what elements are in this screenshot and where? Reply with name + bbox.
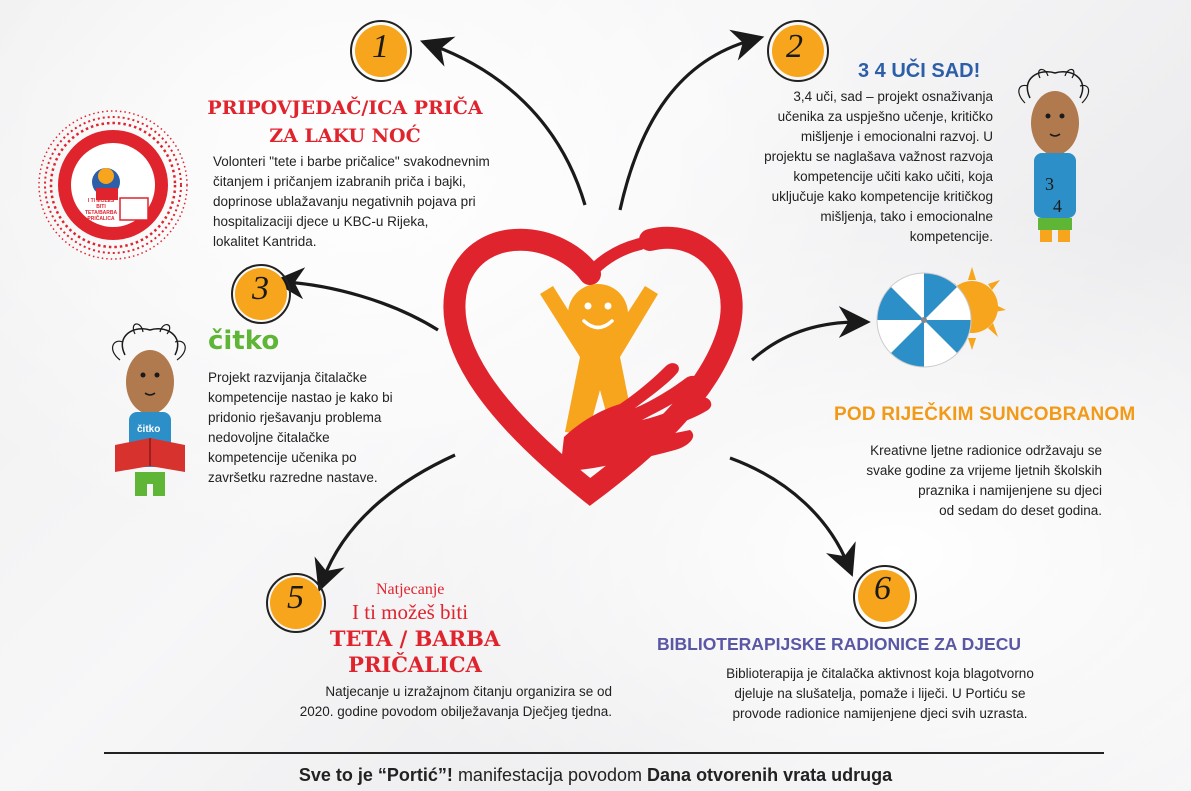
title-citko: čitko: [208, 326, 280, 356]
arrow-to-3: [272, 267, 439, 332]
shirt-citko-label: čitko: [137, 424, 161, 435]
body-line: mišljenje i emocionalni razvoj. U: [800, 129, 993, 144]
footer-part2: manifestacija povodom: [452, 765, 648, 785]
number-1: 1: [372, 28, 389, 65]
pre-title-natjecanje: Natjecanje: [376, 581, 445, 598]
title-pod-rijeckim-suncobranom: POD RIJEČKIM SUNCOBRANOM: [834, 404, 1136, 425]
body-line: čitanjem i pričanjem izabranih priča i b…: [213, 174, 466, 189]
body-pod-rijeckim-suncobranom: Kreativne ljetne radionice održavaju se …: [780, 441, 1102, 521]
body-pripovjedac: Volonteri "tete i barbe pričalice" svako…: [213, 152, 553, 252]
number-ring-5: [266, 573, 326, 633]
body-line: 2020. godine povodom obilježavanja Dječj…: [299, 704, 612, 719]
shirt-number-4: 4: [1053, 196, 1062, 216]
body-line: lokalitet Kantrida.: [213, 234, 317, 249]
title-teta-barba-pricalica: TETA / BARBA PRIČALICA: [320, 626, 510, 678]
body-line: kompetencije nastao je kako bi: [208, 390, 393, 405]
title-pripovjedac: PRIPOVJEDAČ/ICA PRIČA ZA LAKU NOĆ: [205, 94, 485, 150]
arrow-to-5: [314, 453, 456, 593]
kid-figure-34: [1018, 68, 1090, 242]
title-34-uci-sad: 3 4 UČI SAD!: [858, 60, 981, 82]
body-34-uci-sad: 3,4 uči, sad – projekt osnaživanja učeni…: [720, 87, 993, 247]
body-line: uključuje kako kompetencije kritičkog: [771, 189, 993, 204]
kid-figure-citko: [112, 323, 186, 496]
body-line: svake godine za vrijeme ljetnih školskih: [866, 463, 1102, 478]
arrow-to-1: [419, 36, 587, 206]
footer-part1: Sve to je “Portić”!: [298, 765, 453, 785]
body-line: kompetencije učiti kako učiti, koja: [793, 169, 993, 184]
number-ring-1: [350, 20, 412, 82]
title-teta-barba-line1: TETA / BARBA: [329, 626, 501, 651]
body-line: učenika za uspješno učenje, kritičko: [777, 109, 993, 124]
body-line: Natjecanje u izražajnom čitanju organizi…: [325, 684, 612, 699]
body-line: pridonio rješavanju problema: [208, 410, 382, 425]
arrow-to-2: [618, 29, 765, 211]
body-line: Projekt razvijanja čitalačke: [208, 370, 368, 385]
body-line: hospitalizaciji djece u KBC-u Rijeka,: [213, 214, 429, 229]
body-line: projektu se naglašava važnost razvoja: [764, 149, 993, 164]
footer-part3: Dana otvorenih vrata udruga: [647, 765, 893, 785]
number-ring-3: [231, 264, 291, 324]
body-teta-barba: Natjecanje u izražajnom čitanju organizi…: [240, 682, 612, 722]
body-biblioterapijske-radionice: Biblioterapija je čitalačka aktivnost ko…: [690, 664, 1070, 724]
body-line: nedovoljne čitalačke: [208, 430, 330, 445]
pripovjedac-badge: [38, 110, 188, 260]
body-line: doprinose ublažavanju negativnih pojava …: [213, 194, 476, 209]
portic-heart-logo: [443, 226, 743, 506]
body-citko: Projekt razvijanja čitalačke kompetencij…: [208, 368, 448, 488]
footer-divider: [104, 752, 1104, 754]
title-teta-barba-line2: PRIČALICA: [348, 652, 482, 677]
body-line: 3,4 uči, sad – projekt osnaživanja: [793, 89, 993, 104]
body-line: Kreativne ljetne radionice održavaju se: [870, 443, 1102, 458]
shirt-number-3: 3: [1045, 174, 1054, 194]
umbrella-sun-icon: [876, 267, 1006, 368]
footer-text: Sve to je “Portić”! manifestacija povodo…: [0, 765, 1191, 786]
body-line: Biblioterapija je čitalačka aktivnost ko…: [726, 666, 1034, 681]
body-line: Volonteri "tete i barbe pričalice" svako…: [213, 154, 490, 169]
badge-inner-text: I TI MOŽEŠ BITI TETA/BARBA PRIČALICA: [85, 198, 118, 222]
number-ring-2: [767, 20, 829, 82]
sub-title-i-ti-mozes-biti: I ti možeš biti: [352, 600, 469, 624]
body-line: mišljenja, tako i emocionalne: [820, 209, 993, 224]
number-3: 3: [252, 270, 269, 307]
number-5: 5: [287, 579, 304, 616]
title-pripovjedac-line2: ZA LAKU NOĆ: [269, 125, 421, 147]
body-line: provode radionice namijenjene djeci svih…: [732, 706, 1028, 721]
arrow-to-6: [729, 456, 856, 577]
body-line: kompetencije učenika po: [208, 450, 357, 465]
body-line: od sedam do deset godina.: [939, 503, 1102, 518]
title-biblioterapijske-radionice: BIBLIOTERAPIJSKE RADIONICE ZA DJECU: [657, 634, 1021, 654]
body-line: praznika i namijenjene su djeci: [918, 483, 1102, 498]
number-2: 2: [786, 28, 803, 65]
body-line: djeluje na slušatelja, pomaže i liječi. …: [734, 686, 1026, 701]
arrow-to-4: [750, 306, 871, 362]
body-line: završetku razredne nastave.: [208, 470, 378, 485]
number-6: 6: [874, 570, 891, 607]
body-line: kompetencije.: [909, 229, 993, 244]
number-ring-6: [853, 565, 917, 629]
title-pripovjedac-line1: PRIPOVJEDAČ/ICA PRIČA: [207, 97, 483, 119]
